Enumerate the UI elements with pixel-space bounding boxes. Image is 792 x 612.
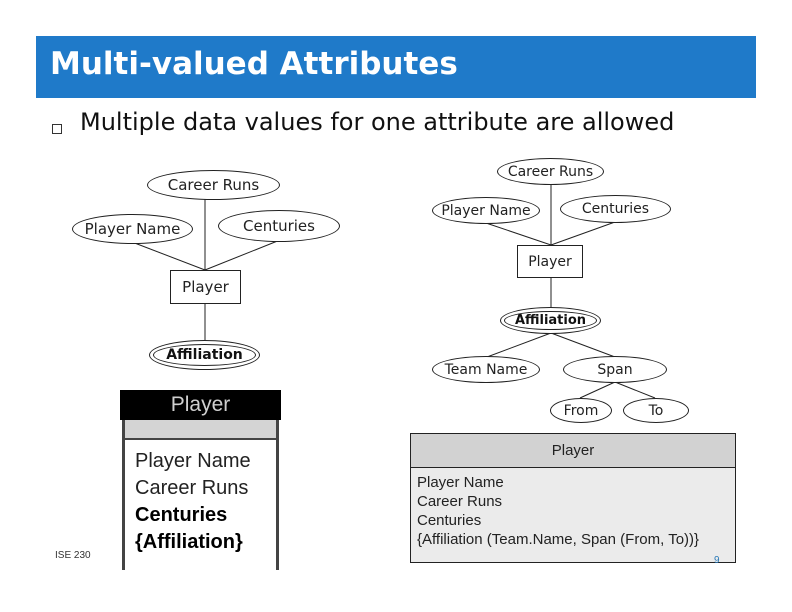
left-table-row-career-runs: Career Runs xyxy=(135,477,249,499)
left-centuries-attribute: Centuries xyxy=(218,210,340,242)
left-affiliation-label: Affiliation xyxy=(153,344,256,366)
footer-course-code: ISE 230 xyxy=(55,550,91,561)
slide-title: Multi-valued Attributes xyxy=(50,46,458,82)
left-table-row-affiliation: {Affiliation} xyxy=(135,531,243,553)
left-table-divider-bar xyxy=(125,420,276,440)
left-career-runs-attribute: Career Runs xyxy=(147,170,280,200)
left-table-body: Player Name Career Runs Centuries {Affil… xyxy=(122,420,279,570)
right-table: Player Player Name Career Runs Centuries… xyxy=(410,433,736,563)
right-table-row-career-runs: Career Runs xyxy=(417,493,503,510)
right-team-name-attribute: Team Name xyxy=(432,356,540,383)
bullet-text: Multiple data values for one attribute a… xyxy=(80,108,675,136)
left-player-name-attribute: Player Name xyxy=(72,214,193,244)
right-to-attribute: To xyxy=(623,398,689,423)
right-player-entity: Player xyxy=(517,245,583,278)
left-player-entity: Player xyxy=(170,270,241,304)
bullet-square-icon xyxy=(52,124,62,134)
right-affiliation-label: Affiliation xyxy=(504,311,597,330)
right-table-row-affiliation: {Affiliation (Team.Name, Span (From, To)… xyxy=(417,531,700,548)
right-affiliation-multivalued-attribute: Affiliation xyxy=(500,307,601,334)
right-span-attribute: Span xyxy=(563,356,667,383)
right-from-attribute: From xyxy=(550,398,612,423)
right-table-row-player-name: Player Name xyxy=(417,474,504,491)
left-table-row-player-name: Player Name xyxy=(135,450,251,472)
left-table-row-centuries: Centuries xyxy=(135,504,228,526)
left-table-header: Player xyxy=(120,390,281,420)
left-affiliation-multivalued-attribute: Affiliation xyxy=(149,340,260,370)
right-player-name-attribute: Player Name xyxy=(432,197,540,224)
page-number: 9 xyxy=(714,555,720,566)
right-table-row-centuries: Centuries xyxy=(417,512,482,529)
title-bar: Multi-valued Attributes xyxy=(36,36,756,98)
right-centuries-attribute: Centuries xyxy=(560,195,671,223)
right-table-header: Player xyxy=(411,434,735,468)
right-career-runs-attribute: Career Runs xyxy=(497,158,604,185)
